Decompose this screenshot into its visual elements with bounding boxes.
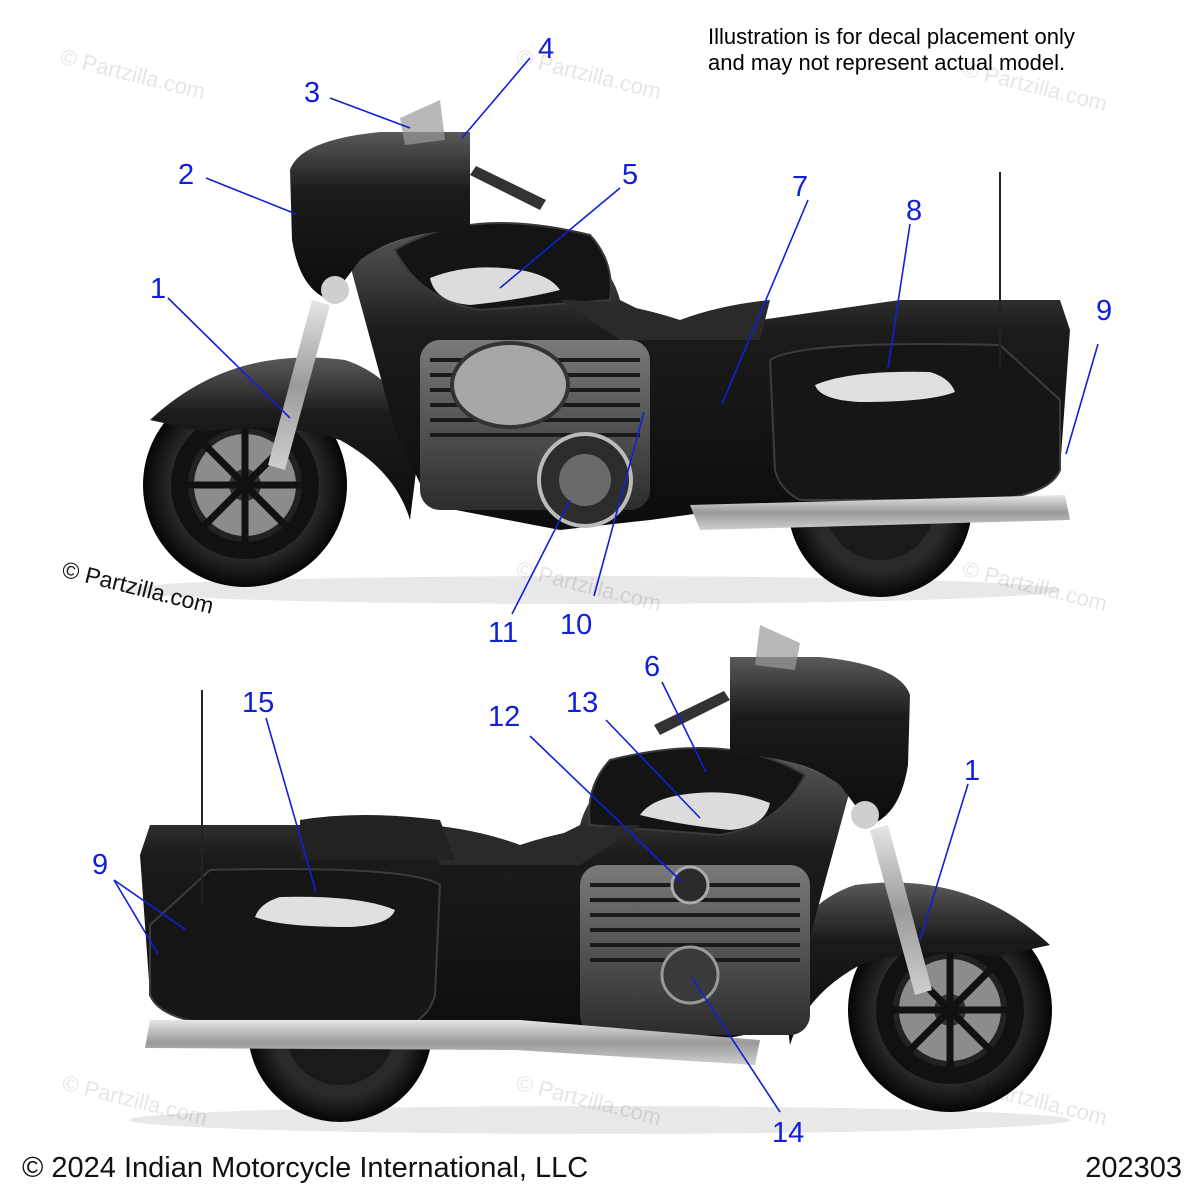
callout-5: 5 bbox=[622, 159, 638, 191]
front-fender bbox=[780, 882, 1050, 1045]
callout-1-right: 1 bbox=[964, 755, 980, 787]
placement-note-line-1: Illustration is for decal placement only bbox=[708, 24, 1075, 49]
callouts-bottom: 1 6 9 12 13 14 15 bbox=[92, 651, 980, 1149]
headlight bbox=[851, 801, 879, 829]
rear-seat bbox=[300, 815, 455, 860]
windshield bbox=[755, 625, 800, 670]
callout-11: 11 bbox=[488, 617, 518, 649]
motorcycle-right-side-view bbox=[130, 625, 1070, 1134]
callout-2: 2 bbox=[178, 159, 194, 191]
callouts-top: 1 2 3 4 5 7 8 9 10 11 bbox=[150, 33, 1112, 649]
callout-6: 6 bbox=[644, 651, 660, 683]
copyright-notice: © 2024 Indian Motorcycle International, … bbox=[22, 1152, 589, 1184]
engine bbox=[580, 865, 810, 1035]
exhaust bbox=[690, 495, 1070, 530]
saddlebag bbox=[768, 343, 1061, 501]
handlebar bbox=[654, 691, 730, 735]
callout-12: 12 bbox=[488, 701, 520, 733]
callout-7: 7 bbox=[792, 171, 808, 203]
exhaust bbox=[145, 1020, 760, 1065]
saddlebag-badge bbox=[815, 371, 955, 402]
callout-9: 9 bbox=[1096, 295, 1112, 327]
front-wheel bbox=[143, 383, 347, 587]
handlebar bbox=[470, 166, 546, 210]
front-fender bbox=[150, 357, 420, 520]
fairing bbox=[290, 132, 470, 300]
placement-note: Illustration is for decal placement only… bbox=[708, 24, 1178, 76]
seat bbox=[430, 825, 640, 865]
tank-badge bbox=[640, 792, 770, 830]
front-fork bbox=[268, 300, 330, 470]
fairing bbox=[730, 657, 910, 825]
callout-15: 15 bbox=[242, 687, 274, 719]
callout-3: 3 bbox=[304, 77, 320, 109]
callout-8: 8 bbox=[906, 195, 922, 227]
callout-1: 1 bbox=[150, 273, 166, 305]
engine bbox=[420, 340, 650, 528]
callout-13: 13 bbox=[566, 687, 598, 719]
saddlebag bbox=[149, 868, 442, 1026]
placement-note-line-2: and may not represent actual model. bbox=[708, 50, 1066, 75]
callout-14: 14 bbox=[772, 1117, 804, 1149]
front-fork bbox=[870, 825, 932, 995]
headlight bbox=[321, 276, 349, 304]
diagram-id: 202303 bbox=[1085, 1152, 1182, 1184]
windshield bbox=[400, 100, 445, 145]
callout-10: 10 bbox=[560, 609, 592, 641]
motorcycle-left-side-view bbox=[120, 100, 1070, 604]
tank-badge bbox=[430, 267, 560, 305]
seat bbox=[560, 300, 770, 340]
callout-4: 4 bbox=[538, 33, 554, 65]
saddlebag-badge bbox=[255, 896, 395, 927]
callout-9-right: 9 bbox=[92, 849, 108, 881]
